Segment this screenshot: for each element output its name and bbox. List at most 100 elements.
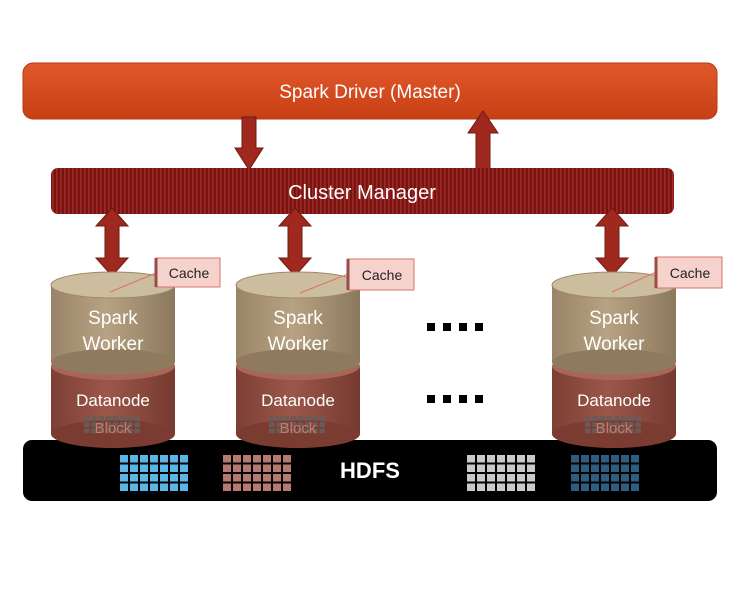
datanode-block-cell bbox=[269, 428, 275, 434]
cache-1-label: Cache bbox=[169, 265, 210, 281]
datanode-block-cell bbox=[613, 428, 620, 434]
hdfs-block-cell bbox=[243, 455, 251, 463]
hdfs-block-cell bbox=[601, 483, 609, 491]
hdfs-block-cell bbox=[150, 474, 158, 482]
datanode-block-cell bbox=[127, 422, 133, 427]
hdfs-block-cell bbox=[223, 455, 231, 463]
hdfs-block-cell bbox=[180, 483, 188, 491]
hdfs-block-cell bbox=[591, 455, 599, 463]
hdfs-block-cell bbox=[150, 464, 158, 472]
hdfs-block-cell bbox=[621, 464, 629, 472]
worker-node-2: Spark Worker Datanode Block bbox=[235, 271, 361, 448]
hdfs-block-cell bbox=[283, 483, 291, 491]
datanode-block-cell bbox=[599, 422, 605, 427]
arrow-driver-to-manager bbox=[234, 116, 264, 171]
datanode-block-cell bbox=[84, 416, 90, 421]
datanode-block-cell bbox=[305, 428, 311, 434]
datanode-block-cell bbox=[599, 416, 605, 421]
worker-2-label-spark: Spark bbox=[273, 308, 323, 329]
hdfs-block-cell bbox=[601, 455, 609, 463]
worker-1-block-label: Block bbox=[95, 420, 132, 437]
hdfs-block-cell bbox=[223, 483, 231, 491]
hdfs-block-cell bbox=[253, 455, 261, 463]
arrow-manager-worker-3 bbox=[594, 207, 630, 277]
hdfs-block-cell bbox=[497, 455, 505, 463]
hdfs-block-cell bbox=[283, 464, 291, 472]
hdfs-block-cell bbox=[263, 455, 271, 463]
datanode-block-cell bbox=[84, 422, 90, 427]
hdfs-label: HDFS bbox=[340, 458, 400, 483]
datanode-block-cell bbox=[606, 416, 613, 421]
hdfs-block-cell bbox=[243, 464, 251, 472]
hdfs-block-cell bbox=[140, 464, 148, 472]
hdfs-block-cell bbox=[571, 464, 579, 472]
datanode-block-cell bbox=[635, 416, 641, 421]
hdfs-block-cell bbox=[467, 474, 475, 482]
datanode-block-cell bbox=[91, 422, 97, 427]
worker-node-1: Spark Worker Datanode Block bbox=[50, 271, 176, 448]
hdfs-block-cell bbox=[517, 455, 525, 463]
hdfs-block-cell bbox=[120, 455, 128, 463]
hdfs-block-cell bbox=[273, 455, 281, 463]
datanode-block-cell bbox=[613, 416, 620, 421]
hdfs-block-cell bbox=[140, 483, 148, 491]
hdfs-block-cell bbox=[487, 464, 495, 472]
hdfs-block-cell bbox=[487, 483, 495, 491]
cluster-manager-box: Cluster Manager bbox=[51, 168, 674, 214]
datanode-block-cell bbox=[98, 428, 104, 434]
hdfs-block-cell bbox=[527, 474, 535, 482]
hdfs-block-cell bbox=[497, 474, 505, 482]
hdfs-block-cell bbox=[581, 474, 589, 482]
hdfs-block-cell bbox=[631, 455, 639, 463]
hdfs-block-cell bbox=[477, 455, 485, 463]
hdfs-block-cell bbox=[273, 474, 281, 482]
hdfs-block-cell bbox=[120, 464, 128, 472]
hdfs-block-cell bbox=[571, 455, 579, 463]
arrow-manager-worker-1 bbox=[94, 207, 130, 277]
datanode-block-cell bbox=[606, 422, 613, 427]
cache-2-label: Cache bbox=[362, 267, 403, 283]
datanode-block-cell bbox=[319, 428, 325, 434]
hdfs-block-cell bbox=[160, 474, 168, 482]
datanode-block-cell bbox=[98, 416, 104, 421]
datanode-block-cell bbox=[105, 428, 112, 434]
worker-3-label-spark: Spark bbox=[589, 308, 639, 329]
datanode-block-cell bbox=[290, 422, 297, 427]
hdfs-block-cell bbox=[253, 474, 261, 482]
hdfs-block-cell bbox=[601, 474, 609, 482]
hdfs-block-cell bbox=[263, 483, 271, 491]
hdfs-block-cell bbox=[581, 464, 589, 472]
cache-callout-2: Cache bbox=[299, 258, 415, 294]
hdfs-block-cell bbox=[160, 455, 168, 463]
hdfs-block-cell bbox=[591, 483, 599, 491]
hdfs-block-grid-rose bbox=[223, 455, 291, 491]
cache-callout-1: Cache bbox=[109, 257, 221, 293]
datanode-block-cell bbox=[120, 428, 126, 434]
datanode-block-cell bbox=[127, 416, 133, 421]
worker-2-label-worker: Worker bbox=[268, 334, 330, 355]
hdfs-block-cell bbox=[180, 464, 188, 472]
datanode-block-cell bbox=[290, 416, 297, 421]
hdfs-block-cell bbox=[611, 474, 619, 482]
arrow-manager-worker-2 bbox=[277, 207, 313, 277]
hdfs-block-cell bbox=[621, 474, 629, 482]
datanode-block-cell bbox=[585, 416, 591, 421]
datanode-block-cell bbox=[621, 416, 627, 421]
hdfs-block-cell bbox=[621, 455, 629, 463]
hdfs-block-cell bbox=[631, 464, 639, 472]
hdfs-block-cell bbox=[120, 483, 128, 491]
hdfs-block-cell bbox=[283, 455, 291, 463]
worker-3-label-worker: Worker bbox=[584, 334, 646, 355]
hdfs-block-cell bbox=[581, 483, 589, 491]
worker-3-block-label: Block bbox=[596, 420, 633, 437]
worker-1-datanode-label: Datanode bbox=[76, 391, 150, 410]
hdfs-block-cell bbox=[507, 455, 515, 463]
datanode-block-cell bbox=[613, 422, 620, 427]
hdfs-block-cell bbox=[170, 483, 178, 491]
hdfs-block-cell bbox=[621, 483, 629, 491]
hdfs-block-cell bbox=[487, 455, 495, 463]
worker-1-label-spark: Spark bbox=[88, 308, 138, 329]
hdfs-block-cell bbox=[507, 474, 515, 482]
hdfs-block-cell bbox=[611, 464, 619, 472]
hdfs-block-cell bbox=[477, 483, 485, 491]
